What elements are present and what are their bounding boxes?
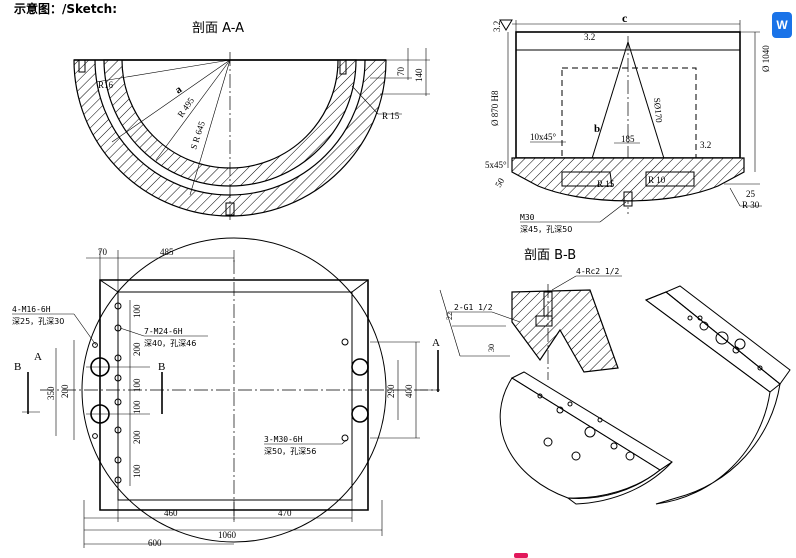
dim-v200c: 200 [60, 384, 70, 398]
plan-view: 100 200 100 100 200 100 350 200 290 400 … [12, 237, 440, 548]
sketch-label: 示意图：/Sketch: [13, 1, 117, 16]
rough-32-mid: 3.2 [584, 32, 595, 42]
section-marker-b-right: B [158, 361, 165, 373]
note-rc: 4-Rc2 1/2 [576, 267, 620, 276]
dim-sphi170: SØ170 [652, 97, 664, 123]
rough-32-right: 3.2 [700, 140, 711, 150]
side-base-hatched [511, 157, 745, 202]
note-m24-depth: 深40，孔深46 [144, 339, 196, 348]
dim-v200b: 200 [132, 430, 142, 444]
section-bb-view: 剖面 B-B 4-Rc2 1/2 2-G1 1/2 22 30 [439, 248, 622, 380]
section-aa-inner-ring [103, 59, 357, 187]
dim-v100d: 100 [132, 464, 142, 478]
translate-extension-button[interactable]: W [772, 12, 792, 38]
dim-70-plan: 70 [98, 247, 108, 257]
section-aa-title: 剖面 A-A [192, 21, 244, 36]
dim-22: 22 [445, 312, 454, 320]
dim-r495: R 495 [175, 95, 196, 119]
dim-70: 70 [396, 67, 406, 77]
note-g1: 2-G1 1/2 [454, 303, 493, 312]
dim-c: c [622, 11, 628, 25]
dim-600: 600 [148, 538, 162, 548]
dim-phi1040: Ø 1040 [761, 45, 771, 72]
note-m30-plan-depth: 深50，孔深56 [264, 447, 316, 456]
dim-v100c: 100 [132, 400, 142, 414]
dim-v350: 350 [46, 386, 56, 400]
dim-r16: R16 [98, 80, 114, 90]
note-m16-depth: 深25，孔深30 [12, 317, 64, 326]
dim-485: 485 [160, 247, 174, 257]
dim-r15-side: R 15 [597, 179, 615, 189]
dim-460: 460 [164, 508, 178, 518]
page-scroll-indicator[interactable] [514, 553, 528, 558]
note-m30-plan: 3-M30-6H [264, 435, 303, 444]
section-marker-a-right: A [432, 337, 440, 349]
dim-r30: R 30 [742, 200, 760, 210]
note-m24: 7-M24-6H [144, 327, 183, 336]
section-bb-title: 剖面 B-B [524, 248, 576, 263]
side-view: c 3.2 3.2 SØ170 b Ø 870 H8 10x45° 5x45° … [485, 11, 771, 234]
note-m16: 4-M16-6H [12, 305, 51, 314]
dim-r10: R 10 [648, 175, 666, 185]
note-m30-depth: 深45，孔深50 [520, 225, 572, 234]
dim-cham5: 5x45° [485, 160, 507, 170]
dim-v200a: 200 [132, 342, 142, 356]
rough-32-top: 3.2 [492, 21, 502, 32]
dim-v400: 400 [404, 384, 414, 398]
dim-r15-aa: R 15 [382, 111, 400, 121]
section-aa-shell [73, 59, 387, 217]
dim-140: 140 [414, 68, 424, 82]
section-marker-a-left: A [34, 351, 42, 363]
dim-470: 470 [278, 508, 292, 518]
section-bb-hatched [511, 289, 619, 373]
dim-25: 25 [746, 189, 756, 199]
dim-phi870: Ø 870 H8 [490, 90, 500, 126]
dim-185: 185 [621, 134, 635, 144]
dim-1060: 1060 [218, 530, 237, 540]
section-aa-view: 剖面 A-A a R 495 S R 645 R16 R 15 70 140 [73, 21, 430, 222]
dim-30-bb: 30 [487, 344, 496, 352]
note-m30: M30 [520, 213, 535, 222]
dim-cham10: 10x45° [530, 132, 557, 142]
dim-v100a: 100 [132, 304, 142, 318]
dim-a: a [173, 83, 185, 96]
section-marker-b-left: B [14, 361, 21, 373]
dim-v100b: 100 [132, 378, 142, 392]
isometric-render [499, 285, 791, 505]
dim-v290: 290 [386, 384, 396, 398]
dim-50: 50 [493, 176, 506, 189]
dim-b: b [594, 123, 600, 135]
